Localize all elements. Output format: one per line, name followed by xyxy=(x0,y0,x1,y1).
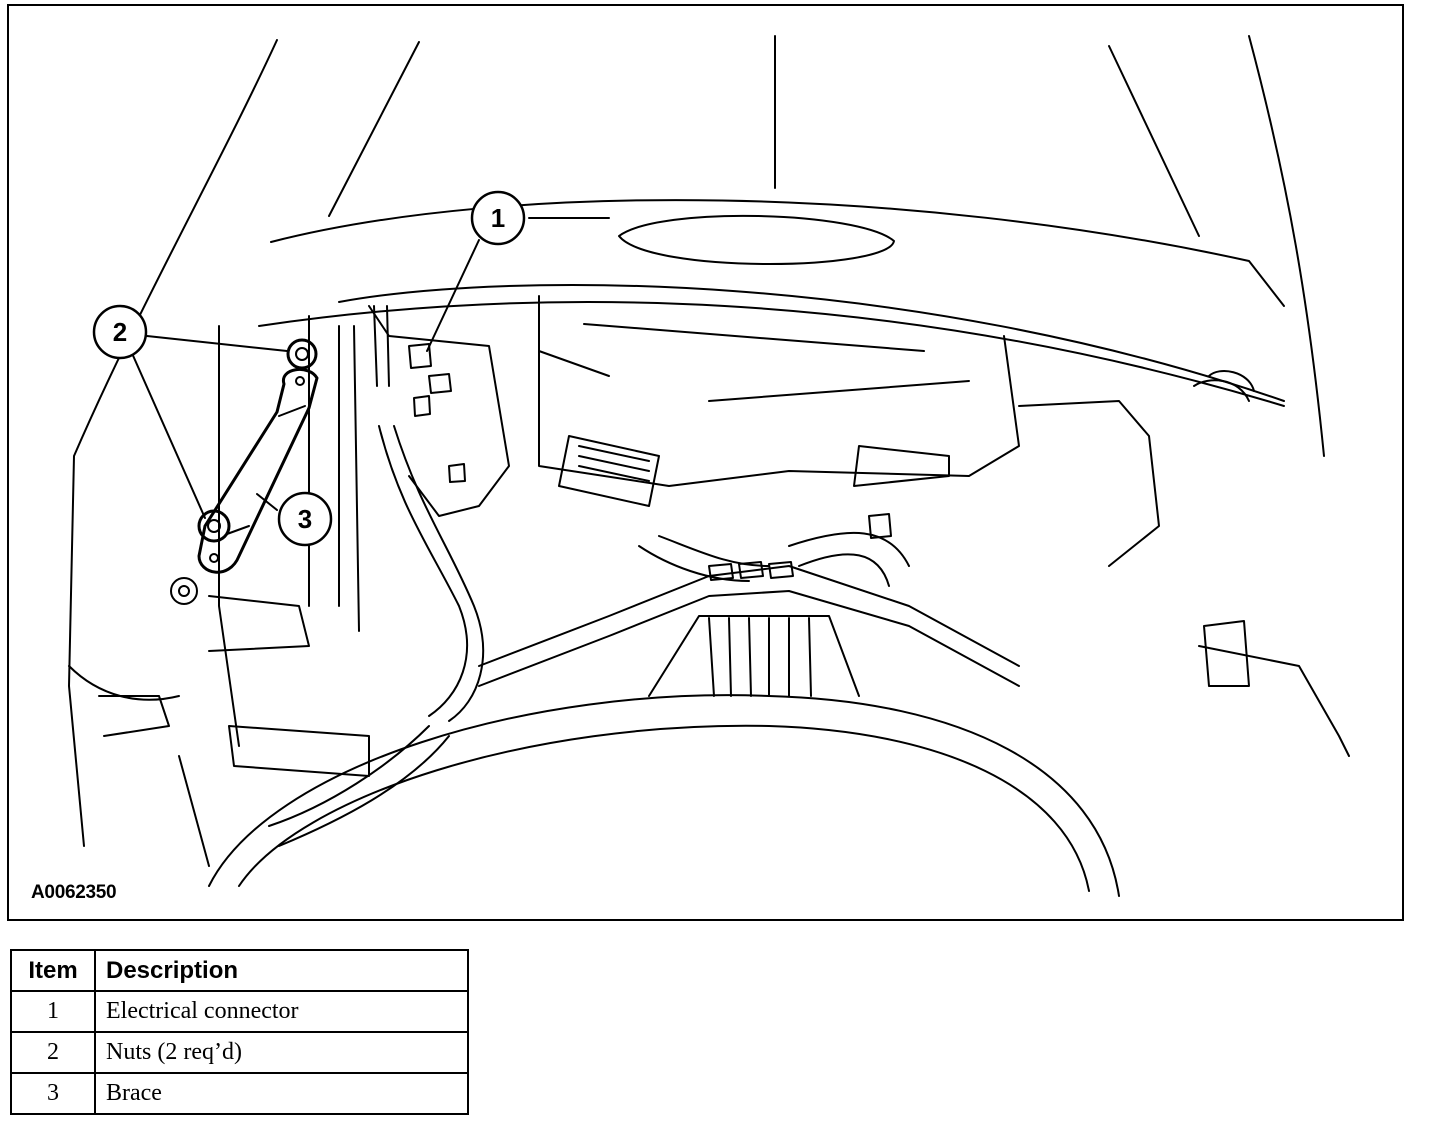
legend-header-description: Description xyxy=(94,949,469,992)
wiring-harness xyxy=(268,425,1020,847)
table-row: 2 Nuts (2 req’d) xyxy=(10,1031,469,1074)
connector-bracket xyxy=(368,305,510,517)
hood-outline xyxy=(68,35,1325,847)
table-row: 3 Brace xyxy=(10,1072,469,1115)
callout-2-label: 2 xyxy=(113,317,127,347)
legend-header-item: Item xyxy=(10,949,96,992)
callout-circles xyxy=(92,190,526,547)
nut-parts xyxy=(170,338,318,605)
front-wheel-arch xyxy=(208,615,1120,897)
figure-frame: 1 2 3 A0062350 xyxy=(7,4,1404,921)
legend-item-number: 1 xyxy=(10,990,96,1033)
radiator-support xyxy=(68,315,370,867)
legend-table: Item Description 1 Electrical connector … xyxy=(10,949,469,1115)
callout-leaders xyxy=(130,217,610,519)
cowl-panel xyxy=(538,295,1350,757)
engine-compartment-illustration: 1 2 3 xyxy=(68,35,1350,897)
figure-id-label: A0062350 xyxy=(31,882,117,903)
legend-item-description: Brace xyxy=(94,1072,469,1115)
legend-item-number: 2 xyxy=(10,1031,96,1074)
callout-1-label: 1 xyxy=(491,203,505,233)
callout-3-label: 3 xyxy=(298,504,312,534)
table-row: 1 Electrical connector xyxy=(10,990,469,1033)
legend-item-description: Electrical connector xyxy=(94,990,469,1033)
legend-item-description: Nuts (2 req’d) xyxy=(94,1031,469,1074)
legend-header-row: Item Description xyxy=(10,949,469,992)
legend-item-number: 3 xyxy=(10,1072,96,1115)
brace-part xyxy=(197,368,319,574)
